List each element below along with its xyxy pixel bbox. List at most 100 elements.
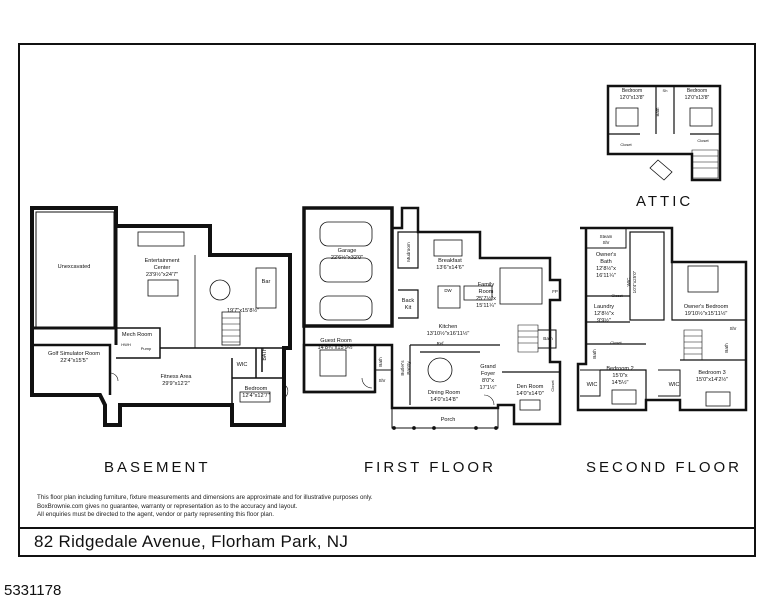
room-label-dining: Dining Room — [428, 390, 461, 396]
room-dim-breakfast: 13'6"x14'6" — [436, 265, 464, 271]
room-label-mudroom: Mudroom — [406, 242, 411, 262]
room-label-den-closet: Closet — [550, 379, 555, 391]
room-label-pump: Pump — [141, 346, 152, 351]
room-dim-owners-bath: 12'8½"x — [596, 265, 616, 272]
room-label-attic-sh: Sh — [663, 88, 668, 93]
listing-id: 5331178 — [4, 582, 62, 599]
room-dim-basement-bedroom: 12'4"x12'7" — [242, 393, 270, 399]
floor-label-second: SECOND FLOOR — [586, 459, 743, 476]
room-label-owners-bath: Owner's — [596, 252, 617, 258]
floor-plan-frame — [18, 43, 756, 557]
room-dim-grand-foyer-2: 17'1½" — [479, 384, 496, 391]
disclaimer-line-3: All enquiries must be directed to the ag… — [37, 511, 274, 519]
room-label-guest-bath: Bath — [378, 357, 383, 367]
room-label-guest-shr: Shr — [379, 378, 386, 383]
room-label-entertainment-2: Center — [154, 265, 171, 271]
room-label-guest: Guest Room — [320, 338, 352, 344]
attic-plan — [606, 84, 722, 182]
room-label-mech-room: Mech Room — [122, 332, 152, 338]
room-label-attic-bedroom-2: Bedroom — [687, 88, 707, 94]
room-label-golf: Golf Simulator Room — [48, 351, 100, 357]
room-label-laundry-closet: Closet — [611, 293, 623, 298]
room-label-hwh: HWH — [121, 342, 131, 347]
room-dim-second-wic: 10'4"x25'0" — [632, 270, 637, 293]
room-label-wic-2: WIC — [587, 382, 598, 388]
room-label-family: Family — [478, 282, 495, 288]
room-dim-attic-bedroom-2: 12'0"x13'8" — [685, 95, 710, 101]
room-label-basement-bedroom: Bedroom — [245, 386, 268, 392]
room-label-steam-2: Shr — [603, 240, 610, 245]
room-label-family-2: Room — [479, 289, 494, 295]
address-divider — [18, 527, 756, 529]
room-label-attic-closet-2: Closet — [697, 138, 709, 143]
room-label-second-closet: Closet — [610, 340, 622, 345]
room-label-back-kit: Back — [402, 298, 415, 304]
room-dim-owners-bath-2: 16'11¼" — [596, 273, 616, 279]
room-dim-family: 25'7½"x — [476, 295, 496, 302]
room-label-kitchen: Kitchen — [439, 324, 458, 330]
room-label-laundry: Laundry — [594, 304, 614, 310]
room-dim-guest: 14'8¾"x15'9½" — [318, 344, 355, 351]
room-dim-laundry-2: 9'9½" — [597, 317, 611, 324]
room-label-grand-foyer: Grand — [480, 364, 496, 370]
first-floor-plan — [302, 206, 562, 430]
second-floor-plan — [576, 226, 748, 412]
room-dim-dining: 14'0"x14'8" — [430, 397, 458, 403]
room-label-entertainment: Entertainment — [145, 258, 180, 264]
room-label-basement-wic: WIC — [237, 362, 248, 368]
room-label-grand-foyer-2: Foyer — [481, 371, 495, 377]
room-label-butler: Butler's — [400, 360, 405, 376]
room-label-second-bath: Bath — [592, 349, 597, 359]
room-label-steam: Steam — [600, 234, 613, 239]
room-label-bedroom-3: Bedroom 3 — [698, 370, 725, 376]
room-dim-garage: 22'6½"x32'0" — [331, 254, 363, 261]
room-dim-owners-bedroom: 19'10½"x15'11½" — [685, 310, 728, 317]
room-label-breakfast: Breakfast — [438, 258, 462, 264]
room-dim-grand-foyer: 8'0"x — [482, 378, 494, 384]
room-label-attic-bedroom-1: Bedroom — [622, 88, 642, 94]
room-label-owners-shr: Shr — [730, 326, 737, 331]
room-label-bedroom-2: Bedroom 2 — [606, 366, 633, 372]
room-dim-den: 14'0"x14'0" — [516, 391, 544, 397]
room-dim-laundry: 12'8½"x — [594, 310, 614, 317]
room-label-basement-bath: BATH — [262, 347, 268, 360]
room-dim-family-2: 15'11¼" — [476, 303, 496, 309]
disclaimer-line-1: This floor plan including furniture, fix… — [37, 494, 373, 501]
room-dim-golf: 22'4"x15'5" — [60, 358, 88, 364]
property-address: 82 Ridgedale Avenue, Florham Park, NJ — [34, 532, 349, 551]
floor-label-basement: BASEMENT — [104, 459, 211, 476]
room-dim-attic-bedroom-1: 12'0"x13'8" — [620, 95, 645, 101]
floor-label-attic: ATTIC — [636, 193, 694, 210]
room-label-back-kit-2: Kit — [405, 305, 412, 311]
room-label-butler-2: Pantry — [406, 361, 411, 375]
room-dim-fitness: 29'9"x12'2" — [162, 381, 190, 387]
room-label-owners-bath-2: Bath — [600, 259, 612, 265]
room-label-first-bath: Bath — [543, 336, 553, 341]
disclaimer: This floor plan including furniture, fix… — [37, 494, 373, 520]
room-dim-entertainment: 23'9½"x24'7" — [146, 271, 178, 278]
room-dim-bedroom-2-b: 14'5½" — [611, 379, 628, 386]
room-label-owners-bedroom: Owner's Bedroom — [684, 304, 729, 310]
room-label-porch: Porch — [441, 417, 456, 423]
room-dim-bedroom-3: 15'0"x14'2½" — [696, 376, 728, 383]
floor-plan-drawing: Unexcavated Entertainment Center 23'9½"x… — [30, 84, 748, 430]
room-label-garage: Garage — [338, 248, 357, 254]
room-label-bar: Bar — [262, 279, 271, 285]
room-label-unexcavated: Unexcavated — [58, 264, 91, 270]
room-label-attic-bath: Bath — [655, 107, 660, 117]
room-dim-kitchen: 13'10½"x16'11½" — [427, 330, 470, 337]
room-label-fp: FP — [552, 289, 558, 294]
room-dim-basement-dining: 19'7"x15'8½" — [227, 307, 259, 314]
room-label-second-bath-2: Bath — [724, 343, 729, 353]
room-dim-bedroom-2: 15'0"x — [612, 373, 627, 379]
basement-plan — [30, 206, 292, 427]
room-label-second-wic: WIC — [626, 277, 631, 287]
room-label-ref: Ref — [437, 341, 445, 346]
room-label-wic-3: WIC — [669, 382, 680, 388]
room-label-attic-closet-1: Closet — [620, 142, 632, 147]
floor-label-first: FIRST FLOOR — [364, 459, 496, 476]
room-label-den: Den Room — [517, 384, 544, 390]
room-label-dw: DW — [444, 288, 452, 293]
room-label-fitness: Fitness Area — [160, 374, 192, 380]
disclaimer-line-2: BoxBrownie.com gives no guarantee, warra… — [37, 502, 298, 510]
